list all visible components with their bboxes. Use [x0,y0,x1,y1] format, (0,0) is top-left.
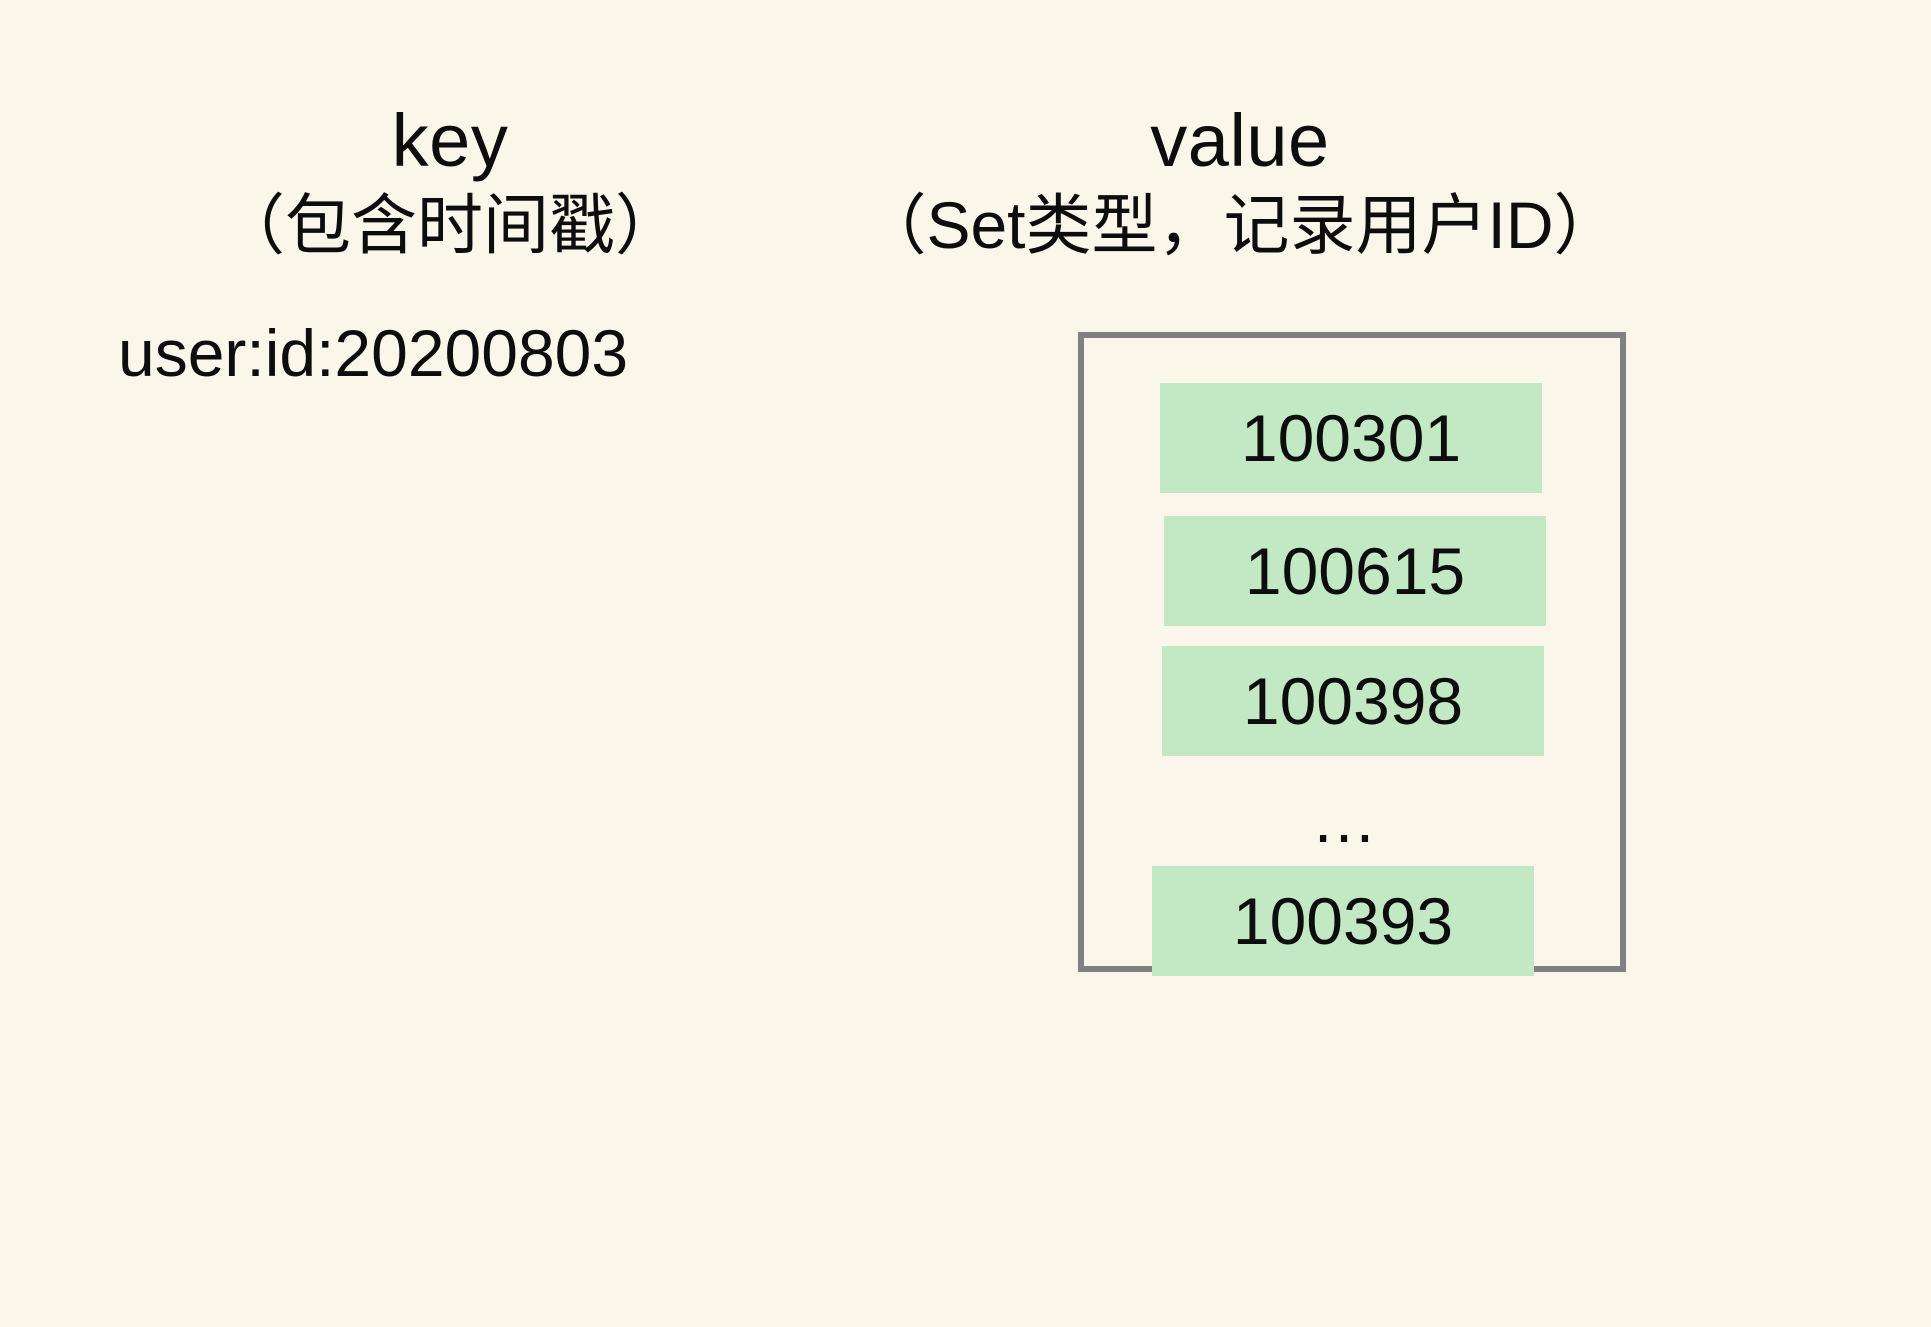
key-subtitle: （包含时间戳） [219,187,681,262]
set-item: 100398 [1162,646,1544,756]
value-column-header: value （Set类型，记录用户ID） [740,99,1740,263]
set-item: 100301 [1160,383,1542,493]
set-item: 100393 [1152,866,1534,976]
value-subtitle: （Set类型，记录用户ID） [860,187,1620,262]
value-title: value [1150,99,1330,182]
set-item-list: 100301 100615 100398 … 100393 [1084,338,1620,976]
value-set-box: 100301 100615 100398 … 100393 [1078,332,1626,976]
set-item-ellipsis: … [1311,782,1387,856]
key-column-header: key （包含时间戳） [140,99,760,263]
key-value-text: user:id:20200803 [118,316,629,390]
set-item: 100615 [1164,516,1546,626]
key-title: key [391,99,509,182]
